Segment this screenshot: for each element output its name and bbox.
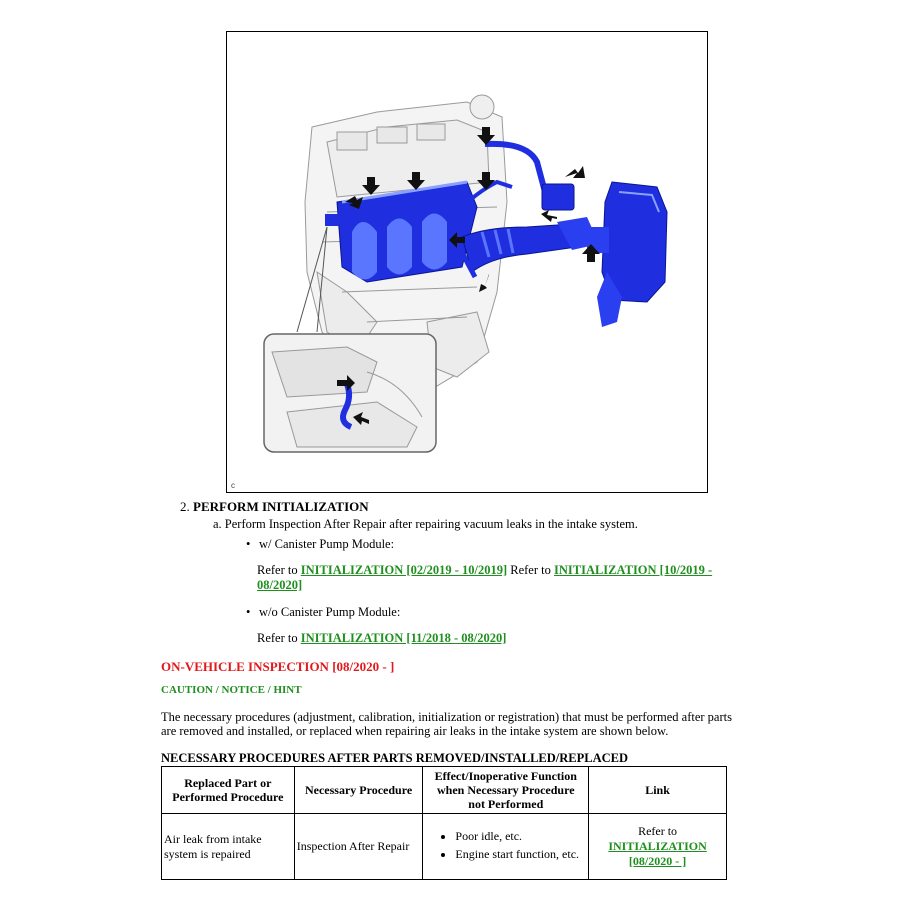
refer-with-canister: Refer to INITIALIZATION [02/2019 - 10/20… bbox=[257, 563, 713, 592]
step-heading: 2. PERFORM INITIALIZATION bbox=[180, 499, 369, 515]
table-row: Air leak from intake system is repaired … bbox=[161, 813, 727, 880]
header-link: Link bbox=[588, 766, 727, 814]
cell-link: Refer to INITIALIZATION[08/2020 - ] bbox=[588, 813, 727, 880]
intro-paragraph: The necessary procedures (adjustment, ca… bbox=[161, 710, 732, 738]
leak-check-arrows bbox=[345, 127, 600, 292]
cell-procedure: Inspection After Repair bbox=[293, 813, 424, 880]
cell-part: Air leak from intake system is repaired bbox=[161, 813, 295, 880]
engine-diagram bbox=[263, 94, 668, 453]
step-number: 2. bbox=[180, 499, 190, 514]
effect-item: Poor idle, etc. bbox=[455, 829, 586, 844]
cell-effects: Poor idle, etc. Engine start function, e… bbox=[422, 813, 590, 880]
initialization-link-02-2019[interactable]: INITIALIZATION [02/2019 - 10/2019] bbox=[300, 563, 508, 577]
intake-manifold bbox=[336, 180, 478, 283]
table-title: NECESSARY PROCEDURES AFTER PARTS REMOVED… bbox=[161, 751, 629, 765]
header-necessary-procedure: Necessary Procedure bbox=[293, 766, 424, 814]
caution-notice-hint-link[interactable]: CAUTION / NOTICE / HINT bbox=[161, 684, 302, 696]
air-cleaner-assembly bbox=[587, 181, 668, 327]
header-effect: Effect/Inoperative Function when Necessa… bbox=[422, 766, 590, 814]
header-replaced-part: Replaced Part or Performed Procedure bbox=[161, 766, 295, 814]
table-header-row: Replaced Part or Performed Procedure Nec… bbox=[161, 766, 727, 814]
effect-item: Engine start function, etc. bbox=[455, 847, 586, 862]
bullet-without-canister: w/o Canister Pump Module: bbox=[246, 605, 400, 620]
initialization-link-11-2018[interactable]: INITIALIZATION [11/2018 - 08/2020] bbox=[300, 631, 507, 645]
inset-detail-view bbox=[263, 333, 437, 453]
bullet-with-canister: w/ Canister Pump Module: bbox=[246, 537, 394, 552]
air-intake-duct bbox=[461, 217, 599, 273]
initialization-link-08-2020[interactable]: INITIALIZATION[08/2020 - ] bbox=[608, 839, 707, 868]
vacuum-hoses bbox=[325, 140, 575, 279]
step-title: PERFORM INITIALIZATION bbox=[193, 499, 369, 514]
section-heading: ON-VEHICLE INSPECTION [08/2020 - ] bbox=[161, 659, 395, 674]
substep-a: a. Perform Inspection After Repair after… bbox=[213, 517, 638, 531]
refer-without-canister: Refer to INITIALIZATION [11/2018 - 08/20… bbox=[257, 631, 507, 645]
initialization-link-10-2019[interactable]: INITIALIZATION [10/2019 -08/2020] bbox=[257, 563, 713, 592]
intake-system-illustration: c bbox=[226, 31, 708, 493]
figure-code: c bbox=[231, 481, 235, 490]
procedures-table: Replaced Part or Performed Procedure Nec… bbox=[161, 766, 727, 880]
